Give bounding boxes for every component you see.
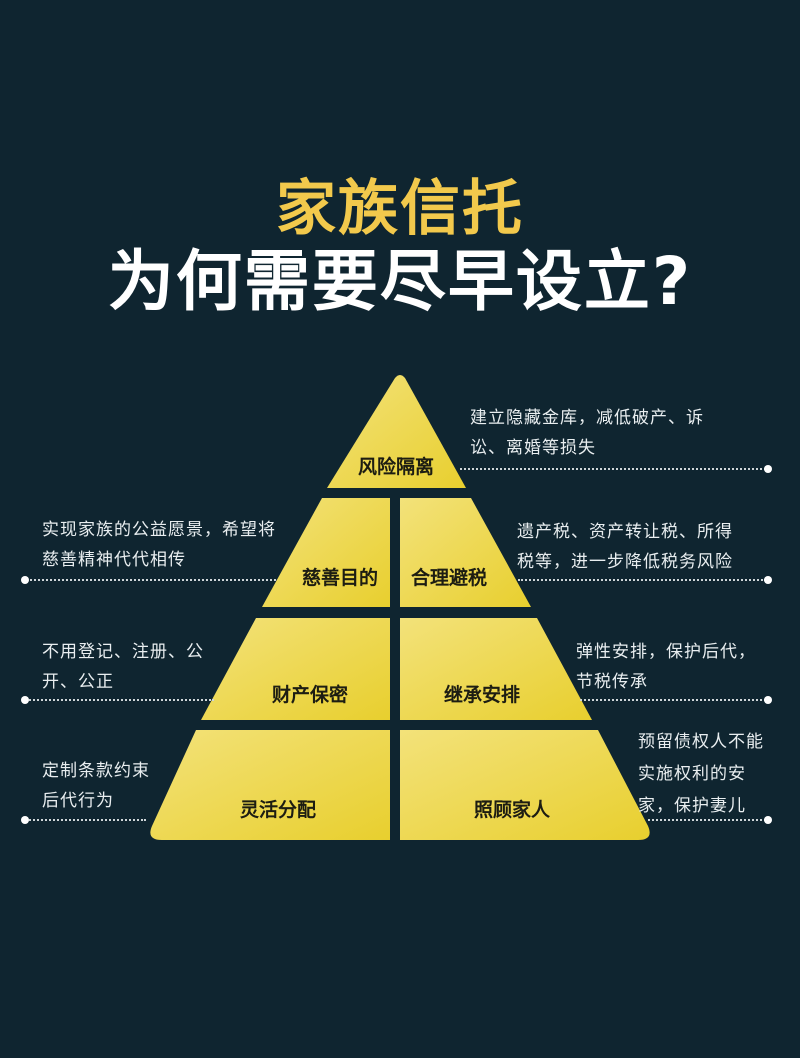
- leader-dot-icon: [21, 696, 29, 704]
- dotted-leader-line: [460, 468, 766, 470]
- title-line-2: 为何需要尽早设立?: [107, 243, 693, 320]
- pyramid-top-segment: [327, 375, 466, 488]
- pyramid-row3-right: [400, 618, 592, 720]
- label-property-confidentiality: 财产保密: [271, 684, 349, 706]
- desc-line: 实现家族的公益愿景，希望将: [42, 520, 276, 540]
- leader-dot-icon: [764, 465, 772, 473]
- desc-line: 后代行为: [42, 791, 114, 811]
- leader-dot-icon: [764, 576, 772, 584]
- pyramid-row4-right: [400, 730, 650, 840]
- desc-line: 节税传承: [576, 672, 648, 692]
- dotted-leader-line: [26, 819, 146, 821]
- pyramid-row3-left: [201, 618, 390, 720]
- pyramid-row4-left: [150, 730, 390, 840]
- desc-line: 开、公正: [42, 672, 114, 692]
- label-care-for-family: 照顾家人: [473, 799, 551, 821]
- desc-line: 建立隐藏金库，减低破产、诉: [470, 408, 704, 428]
- desc-line: 预留债权人不能: [638, 732, 764, 752]
- leader-dot-icon: [764, 696, 772, 704]
- desc-line: 讼、离婚等损失: [470, 438, 596, 458]
- pyramid-row2-left: [262, 498, 390, 607]
- desc-line: 税等，进一步降低税务风险: [517, 552, 733, 572]
- desc-line: 遗产税、资产转让税、所得: [517, 522, 733, 542]
- pyramid-row2-right: [400, 498, 531, 607]
- desc-line: 弹性安排，保护后代，: [576, 642, 756, 662]
- desc-line: 定制条款约束: [42, 761, 150, 781]
- desc-inheritance-arrangement: 弹性安排，保护后代， 节税传承: [576, 637, 756, 697]
- desc-line: 实施权利的安: [638, 764, 746, 784]
- label-risk-isolation: 风险隔离: [357, 456, 435, 478]
- leader-dot-icon: [21, 576, 29, 584]
- desc-line: 慈善精神代代相传: [42, 550, 186, 570]
- title-line-1: 家族信托: [276, 174, 524, 244]
- leader-dot-icon: [764, 816, 772, 824]
- dotted-leader-line: [518, 579, 766, 581]
- label-flexible-distribution: 灵活分配: [239, 799, 317, 821]
- desc-tax-avoidance: 遗产税、资产转让税、所得 税等，进一步降低税务风险: [517, 517, 733, 577]
- dotted-leader-line: [580, 699, 766, 701]
- dotted-leader-line: [648, 819, 766, 821]
- dotted-leader-line: [26, 699, 214, 701]
- desc-care-for-family: 预留债权人不能 实施权利的安 家，保护妻儿: [638, 726, 764, 822]
- leader-dot-icon: [21, 816, 29, 824]
- desc-risk-isolation: 建立隐藏金库，减低破产、诉 讼、离婚等损失: [470, 403, 704, 463]
- desc-property-confidentiality: 不用登记、注册、公 开、公正: [42, 637, 204, 697]
- desc-line: 不用登记、注册、公: [42, 642, 204, 662]
- desc-flexible-distribution: 定制条款约束 后代行为: [42, 756, 150, 816]
- label-tax-avoidance: 合理避税: [410, 567, 488, 589]
- dotted-leader-line: [26, 579, 276, 581]
- label-charity-purpose: 慈善目的: [301, 567, 379, 589]
- desc-charity-purpose: 实现家族的公益愿景，希望将 慈善精神代代相传: [42, 515, 276, 575]
- label-inheritance-arrangement: 继承安排: [443, 684, 521, 706]
- desc-line: 家，保护妻儿: [638, 796, 746, 816]
